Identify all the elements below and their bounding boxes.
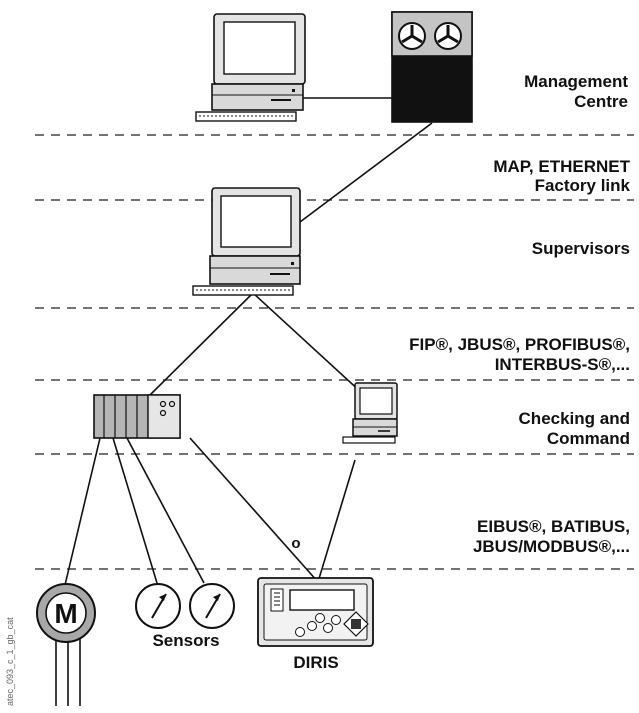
wire-plc-to-motor [64,437,101,586]
sensor-gauge-1 [135,583,181,629]
checking-pc [342,382,398,444]
wire-supervisor-to-plc [149,292,254,396]
server-cabinet [391,11,473,123]
layer-label-checking-line2: Command [547,429,630,448]
layer-label-supervisors: Supervisors [532,239,630,258]
layer-separators [35,134,634,570]
fan-icon [434,22,462,50]
connection-wires [64,97,433,586]
navigation-pad-icon [343,611,369,637]
wire-pc-to-diris [317,459,356,583]
supervisor-computer [192,187,301,296]
layer-label-fieldbus-line2: INTERBUS-S®,... [495,355,630,374]
sensor-gauge-2 [189,583,235,629]
diris-device [257,577,374,647]
layer-label-management-line2: Centre [574,92,628,111]
connector-label: o [291,535,300,552]
motor-device: M [36,583,96,706]
layer-label-factory-link-line1: MAP, ETHERNET [493,157,630,176]
wire-plc-to-sensor-2 [126,437,205,584]
layer-label-factory-link-line2: Factory link [535,176,631,195]
layer-label-building-bus-line1: EIBUS®, BATIBUS, [477,517,630,536]
fan-icon [398,22,426,50]
sensors-caption: Sensors [152,631,219,650]
layer-labels: Management Centre MAP, ETHERNET Factory … [5,72,631,706]
layer-label-fieldbus-line1: FIP®, JBUS®, PROFIBUS®, [409,335,630,354]
layer-label-checking-line1: Checking and [519,409,630,428]
management-computer [195,13,306,122]
layer-label-building-bus-line2: JBUS/MODBUS®,... [473,537,630,556]
wire-plc-to-sensor-1 [112,437,158,584]
diris-caption: DIRIS [293,653,338,672]
motor-letter: M [54,598,77,629]
layer-label-management-line1: Management [524,72,628,91]
plc-rack [93,394,181,439]
wire-plc-to-diris [189,437,319,583]
figure-reference-code: atec_093_c_1_gb_cat [5,617,15,706]
